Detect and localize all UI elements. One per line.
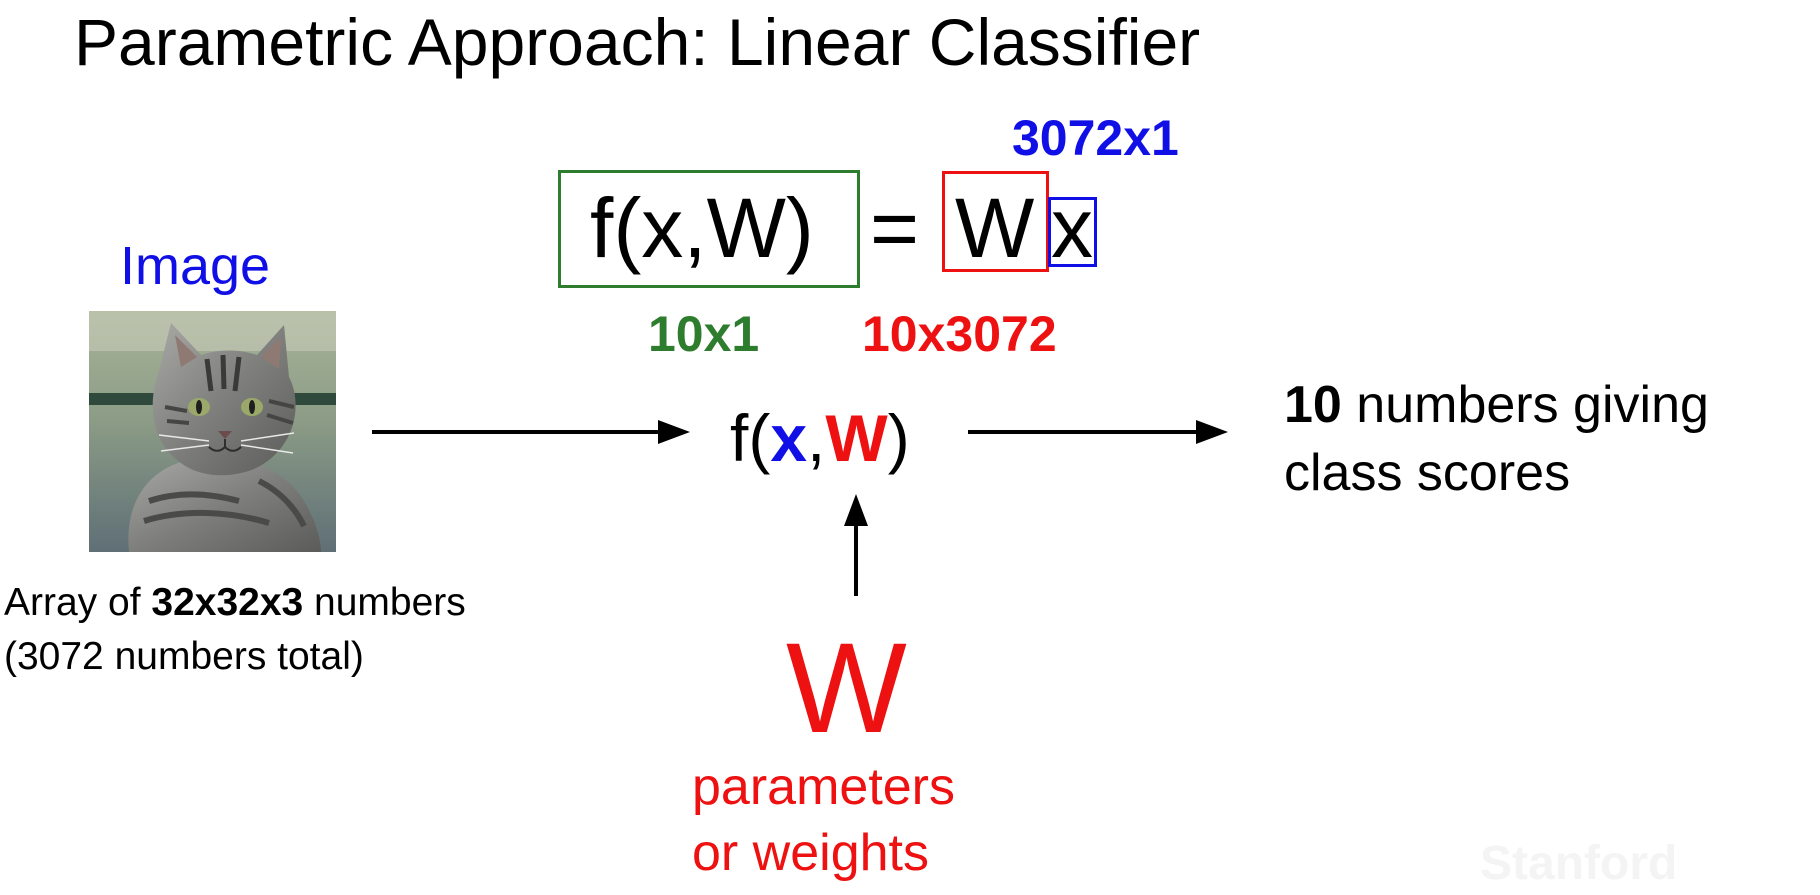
output-line1: 10 numbers giving	[1284, 376, 1709, 434]
output-box	[558, 170, 860, 288]
output-line2: class scores	[1284, 444, 1571, 502]
function-W: W	[825, 401, 888, 475]
equation-W: W	[955, 181, 1035, 275]
function-expression: f(x,W)	[730, 401, 910, 475]
x-dimension-label: 3072x1	[1012, 110, 1179, 166]
array-description: Array of 32x32x3 numbers (3072 numbers t…	[4, 576, 466, 684]
function-x: x	[770, 401, 808, 475]
weights-symbol: W	[786, 617, 907, 760]
arrow-input-to-function	[372, 420, 690, 444]
weights-line1: parameters	[692, 758, 955, 816]
watermark: Stanford	[1480, 837, 1678, 890]
equation-lhs: f(x,W)	[590, 181, 814, 275]
arrow-function-to-output	[968, 420, 1228, 444]
input-box	[1048, 197, 1097, 267]
cat-image	[89, 311, 336, 552]
image-label: Image	[120, 236, 271, 296]
output-description: 10 numbers giving class scores	[1284, 371, 1709, 507]
weight-box	[942, 171, 1049, 272]
array-description-line2: (3072 numbers total)	[4, 635, 364, 678]
equation-x: x	[1051, 181, 1093, 275]
weights-description: parameters or weights	[692, 754, 955, 886]
array-description-line1: Array of 32x32x3 numbers	[4, 581, 466, 624]
arrow-weights-to-function	[844, 494, 868, 596]
slide-title: Parametric Approach: Linear Classifier	[74, 5, 1201, 79]
weight-dimension-label: 10x3072	[862, 306, 1057, 362]
weights-line2: or weights	[692, 824, 929, 882]
equation-equals: =	[870, 181, 920, 275]
output-dimension-label: 10x1	[648, 306, 760, 362]
